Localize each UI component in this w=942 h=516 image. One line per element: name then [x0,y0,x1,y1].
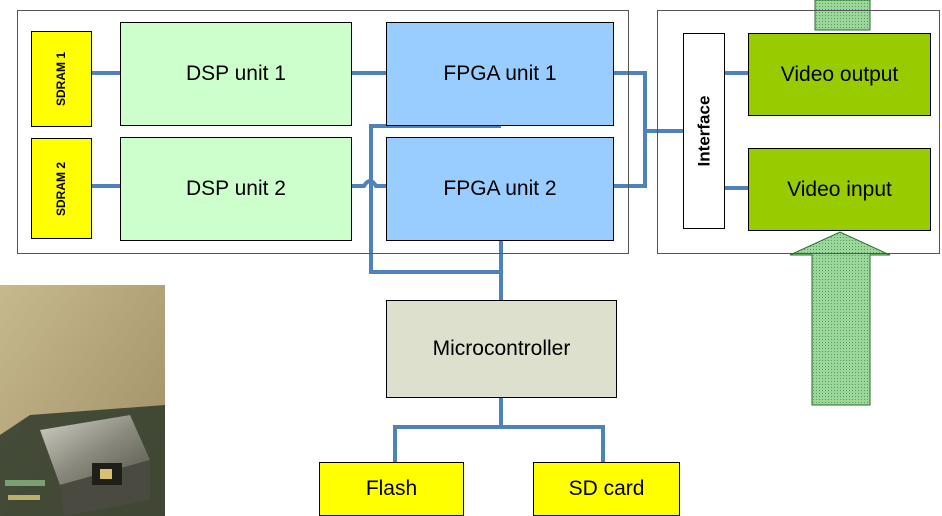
dsp2-label: DSP unit 2 [185,177,286,200]
fpga1-block: FPGA unit 1 [386,22,614,126]
sdcard-block: SD card [533,462,680,516]
microcontroller-block: Microcontroller [386,300,617,398]
interface-block: Interface [683,33,725,229]
video-output-label: Video output [780,62,899,86]
sdram1-block: SDRAM 1 [31,31,92,127]
video-output-block: Video output [748,33,931,116]
sdcard-label: SD card [568,477,645,500]
flash-block: Flash [319,462,464,516]
fpga2-block: FPGA unit 2 [386,137,614,241]
wire-mcu-fpga1 [369,124,501,274]
flash-label: Flash [365,477,418,500]
input-arrow [789,231,891,406]
sdram2-label: SDRAM 2 [54,161,69,216]
processing-board-frame [17,10,629,254]
interface-label: Interface [694,95,713,167]
dsp1-block: DSP unit 1 [120,22,352,126]
dsp1-label: DSP unit 1 [185,62,286,85]
wire-fpga1-interface [614,71,683,133]
sdram2-block: SDRAM 2 [31,138,92,239]
dsp2-block: DSP unit 2 [120,137,352,241]
wire-fpga2-interface [614,131,647,188]
video-input-label: Video input [787,177,892,201]
output-arrow [814,0,871,31]
fpga1-label: FPGA unit 1 [443,62,557,85]
fpga2-label: FPGA unit 2 [443,177,557,200]
io-board-frame [657,10,940,254]
wire-mcu-storage [393,398,605,462]
video-input-block: Video input [748,148,931,231]
board-photo [0,285,165,516]
sdram1-label: SDRAM 1 [54,51,69,107]
microcontroller-label: Microcontroller [432,337,571,360]
